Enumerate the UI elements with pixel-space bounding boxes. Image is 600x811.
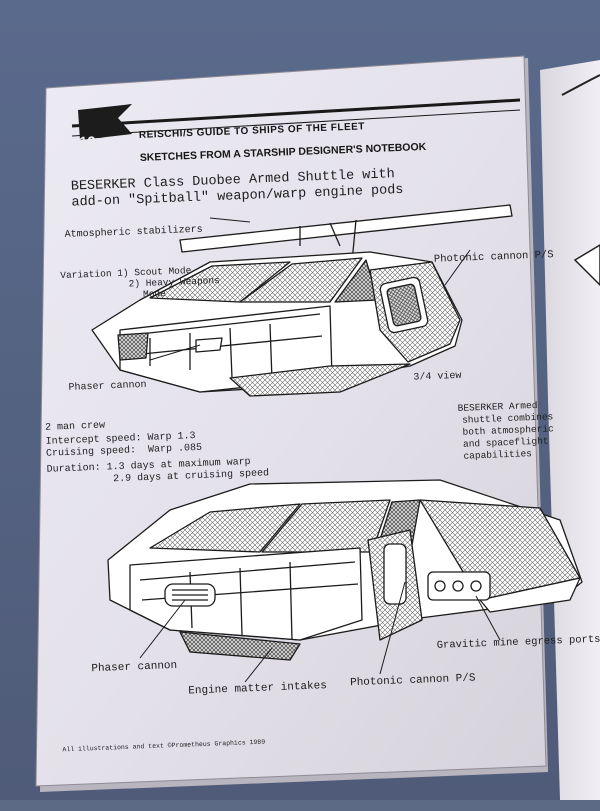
label-atmospheric-stabilizers: Atmospheric stabilizers — [64, 224, 203, 241]
book-title: REISCHI/S GUIDE TO SHIPS OF THE FLEET — [138, 121, 366, 141]
label-photonic-cannon-top: Photonic cannon P/S — [433, 249, 554, 266]
label-variation-3: Mode — [142, 288, 167, 300]
description-line4: and spaceflight — [462, 435, 549, 450]
footer-credit: All illustrations and text ©Prometheus G… — [62, 738, 266, 754]
label-view: 3/4 view — [413, 370, 462, 384]
description-line5: capabilities — [463, 448, 533, 462]
label-phaser-cannon-bottom: Phaser cannon — [91, 659, 178, 676]
section-title: SKETCHES FROM A STARSHIP DESIGNER'S NOTE… — [139, 140, 427, 164]
label-variation-2: 2) Heavy Weapons — [128, 274, 221, 290]
spec-crew: 2 man crew — [44, 420, 106, 434]
label-gravitic-ports: Gravitic mine egress ports — [436, 633, 600, 652]
label-engine-intakes: Engine matter intakes — [188, 680, 328, 698]
label-photonic-cannon-bottom: Photonic cannon P/S — [349, 672, 476, 690]
page-number: 19 — [78, 133, 97, 152]
label-phaser-cannon-top: Phaser cannon — [68, 379, 147, 394]
